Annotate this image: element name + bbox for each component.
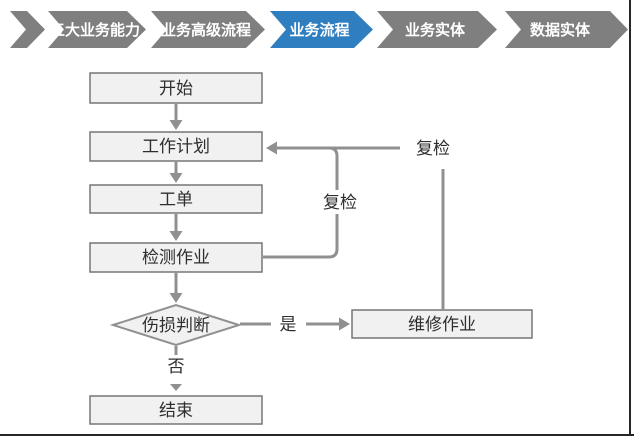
nav-item-data-entity[interactable]: 数据实体 [529, 22, 590, 39]
node-decision-label: 伤损判断 [142, 315, 210, 335]
node-end-label: 结束 [159, 400, 193, 420]
frame-right-border [629, 0, 631, 436]
nav-item-business-entity[interactable]: 业务实体 [404, 22, 465, 39]
nav-chevron-high-level-process[interactable] [151, 11, 265, 48]
node-start-shape [89, 72, 263, 104]
node-plan-shape [89, 131, 263, 162]
arrowhead-start-plan [169, 120, 183, 130]
node-end-shape [89, 395, 263, 425]
node-decision-shape [109, 303, 243, 347]
nav-chevron-capabilities[interactable] [48, 11, 146, 48]
arrowhead-decision-end [170, 384, 182, 391]
node-start-label: 开始 [159, 78, 193, 98]
edge-label-recheck-outer: 复检 [416, 138, 450, 158]
edge-inspect-plan-lower [263, 214, 339, 259]
edge-label-yes: 是 [279, 314, 297, 334]
arrowhead-order-inspect [169, 231, 183, 241]
nav-leading-chevron-icon [10, 11, 45, 48]
edge-inspect-plan-upper [328, 146, 339, 190]
node-plan-label: 工作计划 [142, 137, 210, 156]
nav-chevron-data-entity[interactable] [505, 11, 628, 48]
node-inspect-label: 检测作业 [142, 248, 210, 267]
nav-item-capabilities[interactable]: 五大业务能力 [50, 22, 141, 39]
frame-bottom-border [0, 434, 634, 436]
edge-label-recheck-inner: 复检 [323, 192, 357, 212]
arrowhead-plan-order [169, 173, 183, 183]
nav-item-high-level-process[interactable]: 业务高级流程 [160, 22, 251, 39]
arrowhead-inspect-decision [169, 293, 183, 303]
node-order-shape [89, 184, 263, 214]
nav-chevron-business-process[interactable] [270, 11, 373, 48]
node-inspect-shape [89, 242, 263, 273]
node-repair-label: 维修作业 [408, 314, 476, 334]
nav-item-business-process[interactable]: 业务流程 [289, 22, 350, 39]
arrowhead-decision-repair [339, 317, 350, 331]
nav-chevron-business-entity[interactable] [377, 11, 497, 48]
edge-label-no: 否 [167, 356, 185, 376]
node-order-label: 工单 [159, 189, 193, 209]
arrowhead-recheck-plan [266, 141, 277, 155]
